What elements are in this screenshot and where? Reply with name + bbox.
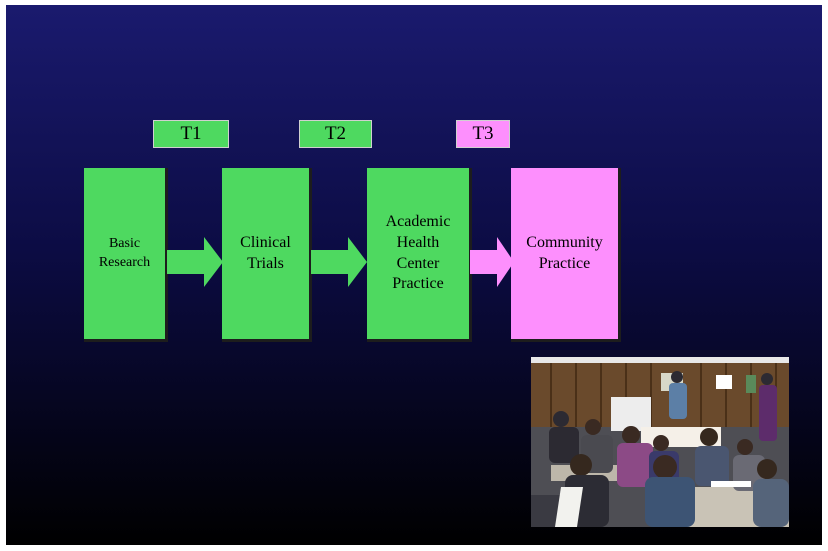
arrow-t3 xyxy=(470,237,514,287)
community-meeting-photo xyxy=(531,357,789,527)
arrow-t2 xyxy=(311,237,367,287)
transition-label-t1: T1 xyxy=(153,120,229,148)
transition-label-t3: T3 xyxy=(456,120,510,148)
stage-academic-health-center-practice: Academic Health Center Practice xyxy=(367,168,472,342)
stage-community-practice: Community Practice xyxy=(511,168,621,342)
transition-label-t2: T2 xyxy=(299,120,372,148)
stage-basic-research: Basic Research xyxy=(84,168,168,342)
slide: T1 T2 T3 Basic Research Clinical Trials … xyxy=(6,5,822,545)
arrow-t1 xyxy=(167,237,223,287)
stage-clinical-trials: Clinical Trials xyxy=(222,168,312,342)
photo-illustration xyxy=(531,357,789,527)
